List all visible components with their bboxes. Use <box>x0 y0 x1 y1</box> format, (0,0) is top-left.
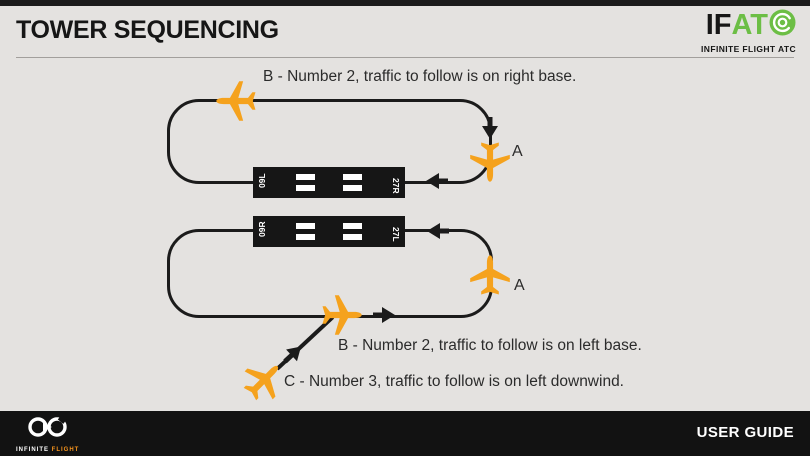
annotation-left-base: B - Number 2, traffic to follow is on le… <box>338 337 642 354</box>
runway-09r-27l: 09R 27L <box>253 216 405 247</box>
ifatc-wordmark: IF AT <box>706 9 796 42</box>
annotation-left-downwind: C - Number 3, traffic to follow is on le… <box>284 373 624 390</box>
runway-number-left: 09R <box>257 220 267 237</box>
page-title: TOWER SEQUENCING <box>16 16 279 44</box>
ifatc-radar-c-icon <box>769 9 796 42</box>
airplane-icon-right-base <box>468 139 512 183</box>
user-guide-label: USER GUIDE <box>696 424 794 441</box>
arrow-down-icon <box>482 117 498 139</box>
title-divider <box>16 57 794 58</box>
infinity-icon <box>27 414 67 437</box>
runway-number-left: 09L <box>257 172 267 188</box>
arrow-left-icon <box>426 173 448 189</box>
aircraft-a-label: A <box>512 143 523 160</box>
runway-threshold-stripes <box>295 174 315 191</box>
ifatc-wordmark-at: AT <box>731 9 768 41</box>
brand-flight: FLIGHT <box>51 447 80 453</box>
brand-infinite: INFINITE <box>16 447 49 453</box>
arrow-left-icon <box>427 223 449 239</box>
runway-threshold-stripes <box>343 223 363 240</box>
top-bar <box>0 0 810 6</box>
annotation-right-base: B - Number 2, traffic to follow is on ri… <box>263 68 577 85</box>
runway-09l-27r: 09L 27R <box>253 167 405 198</box>
airplane-icon-left-base <box>468 254 512 298</box>
runway-threshold-stripes <box>343 174 363 191</box>
runway-threshold-stripes <box>295 223 315 240</box>
runway-number-right: 27R <box>390 177 401 194</box>
arrow-right-icon <box>373 307 395 323</box>
ifatc-logo: IF AT INFINITE FLIGHT ATC <box>701 9 796 54</box>
ifatc-wordmark-if: IF <box>705 9 732 41</box>
airplane-icon-left-downwind-b <box>319 293 363 337</box>
ifatc-subtitle: INFINITE FLIGHT ATC <box>701 44 796 54</box>
aircraft-a-label: A <box>514 277 525 294</box>
infinite-flight-logo: INFINITE FLIGHT <box>16 414 79 453</box>
runway-number-right: 27L <box>390 226 401 242</box>
infinite-flight-wordmark: INFINITE FLIGHT <box>16 447 79 453</box>
airplane-icon-downwind <box>215 79 259 123</box>
footer-bar: INFINITE FLIGHT USER GUIDE <box>0 411 810 456</box>
